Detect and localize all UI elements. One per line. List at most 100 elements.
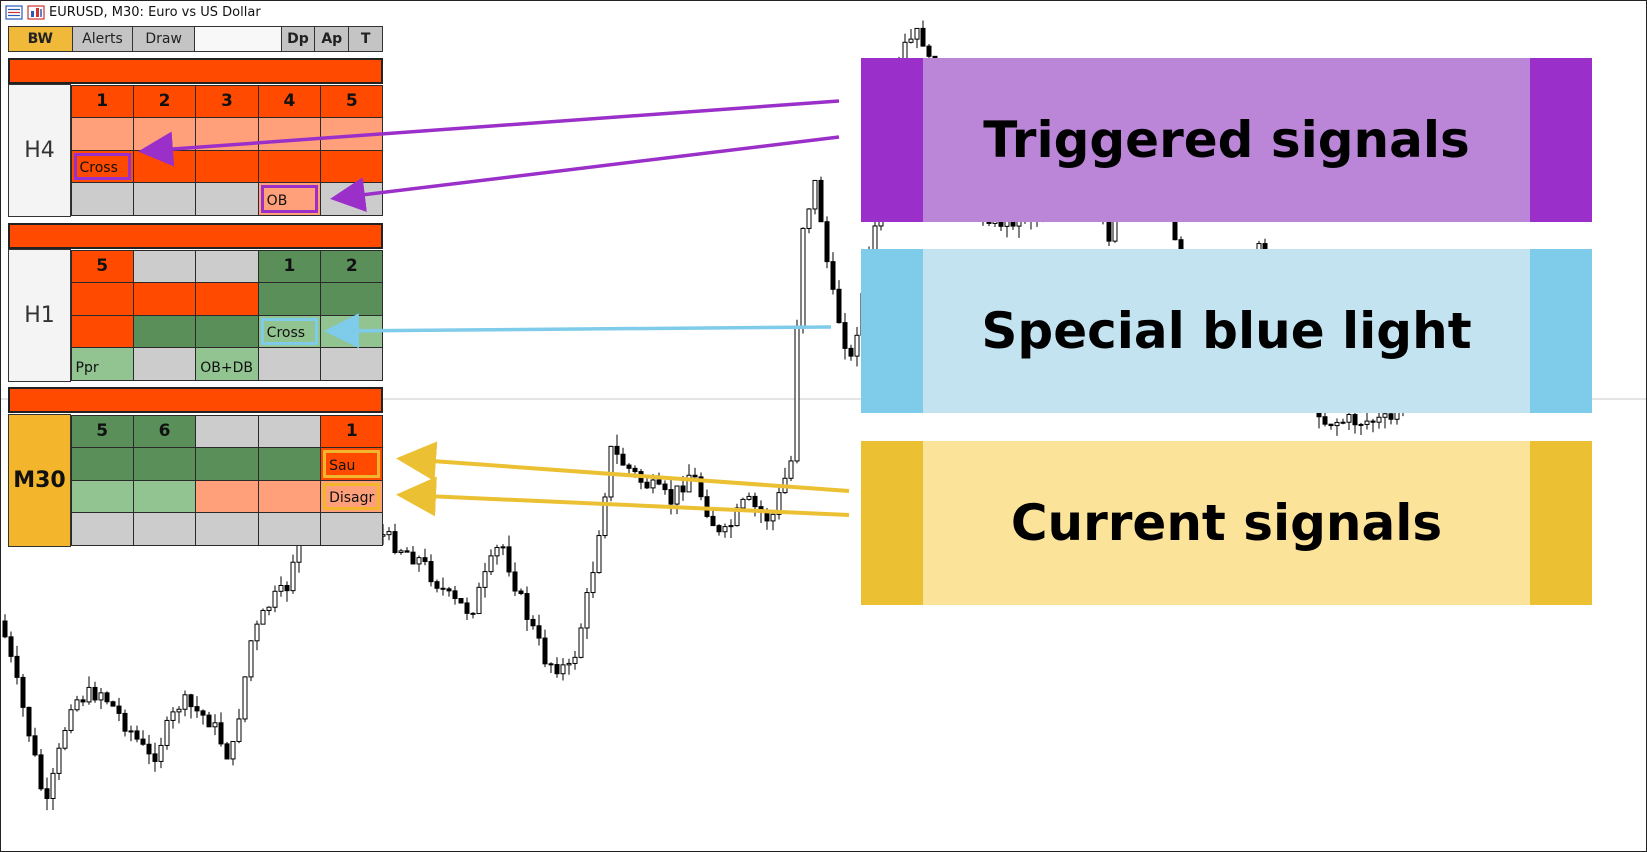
candle-body [794, 327, 800, 462]
candle-body [1322, 416, 1328, 425]
candle-body [458, 598, 464, 604]
draw-button[interactable]: Draw [133, 27, 195, 51]
candle-body [176, 708, 182, 713]
candle-body [116, 705, 122, 714]
candle-body [1376, 416, 1382, 423]
candle-body [38, 754, 44, 790]
candle-body [560, 664, 566, 675]
candle-body [680, 485, 686, 493]
h1-cell [320, 314, 384, 348]
candle-body [572, 656, 578, 664]
candle-body [266, 606, 272, 611]
candle-body [1364, 420, 1370, 425]
candle-body [758, 506, 764, 513]
candle-body [584, 592, 590, 629]
m30-cell [132, 512, 197, 546]
h4-cross-signal-cell[interactable]: Cross [70, 149, 134, 183]
candle-body [926, 45, 932, 57]
h1-cell [70, 282, 134, 316]
triggered-signals-callout: Triggered signals [861, 58, 1592, 222]
candle-body [812, 179, 818, 210]
h1-ppr-label: Ppr [75, 359, 99, 376]
h4-cell [70, 182, 134, 216]
candle-body [410, 551, 416, 565]
h1-header-bar [8, 223, 383, 249]
h1-cell [195, 314, 259, 348]
candle-body [194, 706, 200, 712]
m30-disagr-signal-cell[interactable]: Disagr [320, 479, 384, 513]
candle-body [518, 590, 524, 595]
bw-button[interactable]: BW [9, 27, 73, 51]
h4-cell [320, 117, 384, 151]
h1-cross-signal-cell[interactable]: Cross [257, 314, 322, 348]
candle-body [836, 288, 842, 324]
candle-body [698, 476, 704, 498]
candle-body [212, 722, 218, 728]
h1-cell [320, 282, 384, 316]
candle-body [716, 525, 722, 533]
candle-body [920, 27, 926, 47]
candle-body [242, 676, 248, 720]
h4-cell [320, 182, 384, 216]
h4-cell [70, 117, 134, 151]
candle-body [788, 460, 794, 479]
candle-body [626, 464, 632, 469]
candle-body [782, 477, 788, 494]
candle-body [818, 179, 824, 223]
candle-body [596, 535, 602, 574]
candle-body [386, 531, 392, 536]
candle-body [842, 322, 848, 349]
candle-body [524, 593, 530, 620]
candle-body [566, 662, 572, 666]
h1-cell [132, 249, 197, 283]
h1-obdb-label: OB+DB [200, 359, 254, 376]
h4-number-cell: 2 [132, 84, 197, 118]
candle-body [62, 729, 68, 749]
chart-title-bar: EURUSD, M30: Euro vs US Dollar [5, 3, 267, 21]
candle-body [692, 474, 698, 478]
candle-body [74, 699, 80, 711]
list-icon[interactable] [5, 4, 23, 20]
dp-button[interactable]: Dp [281, 27, 316, 51]
candle-body [830, 261, 836, 290]
indicator-toolbar: BW Alerts Draw Dp Ap T [8, 26, 383, 52]
candle-body [398, 550, 404, 553]
candle-body [278, 584, 284, 592]
h4-signal-grid: 1 2 3 4 5 Cross OB [70, 84, 384, 216]
candle-body [68, 709, 74, 731]
h1-label: H1 [8, 249, 71, 382]
candle-body [104, 692, 110, 703]
candle-body [488, 555, 494, 573]
candle-body [728, 525, 734, 528]
candle-body [1352, 414, 1358, 426]
m30-number-cell: 6 [132, 414, 197, 448]
chart-icon[interactable] [27, 4, 45, 20]
h4-cell [132, 117, 197, 151]
m30-number-cell: 5 [70, 414, 134, 448]
candle-body [128, 730, 134, 733]
alerts-button[interactable]: Alerts [72, 27, 134, 51]
candle-body [614, 445, 620, 455]
candle-body [284, 584, 290, 592]
h4-cell [257, 117, 322, 151]
h1-obdb-cell[interactable]: OB+DB [195, 347, 259, 381]
h1-ppr-cell[interactable]: Ppr [70, 347, 134, 381]
candle-body [290, 561, 296, 592]
m30-sau-signal-cell[interactable]: Sau [320, 447, 384, 481]
m30-cell [257, 414, 322, 448]
candle-body [656, 479, 662, 485]
t-button[interactable]: T [349, 27, 383, 51]
m30-cell [320, 512, 384, 546]
callout-accent [1530, 249, 1592, 413]
candle-body [530, 618, 536, 627]
candle-body [644, 481, 650, 489]
candle-body [416, 557, 422, 565]
candle-body [56, 747, 62, 774]
h4-ob-label: OB [266, 192, 288, 209]
h1-cross-label: Cross [266, 325, 306, 341]
candle-body [452, 590, 458, 600]
m30-label: M30 [8, 414, 71, 547]
ap-button[interactable]: Ap [315, 27, 350, 51]
h4-ob-signal-cell[interactable]: OB [257, 182, 322, 216]
